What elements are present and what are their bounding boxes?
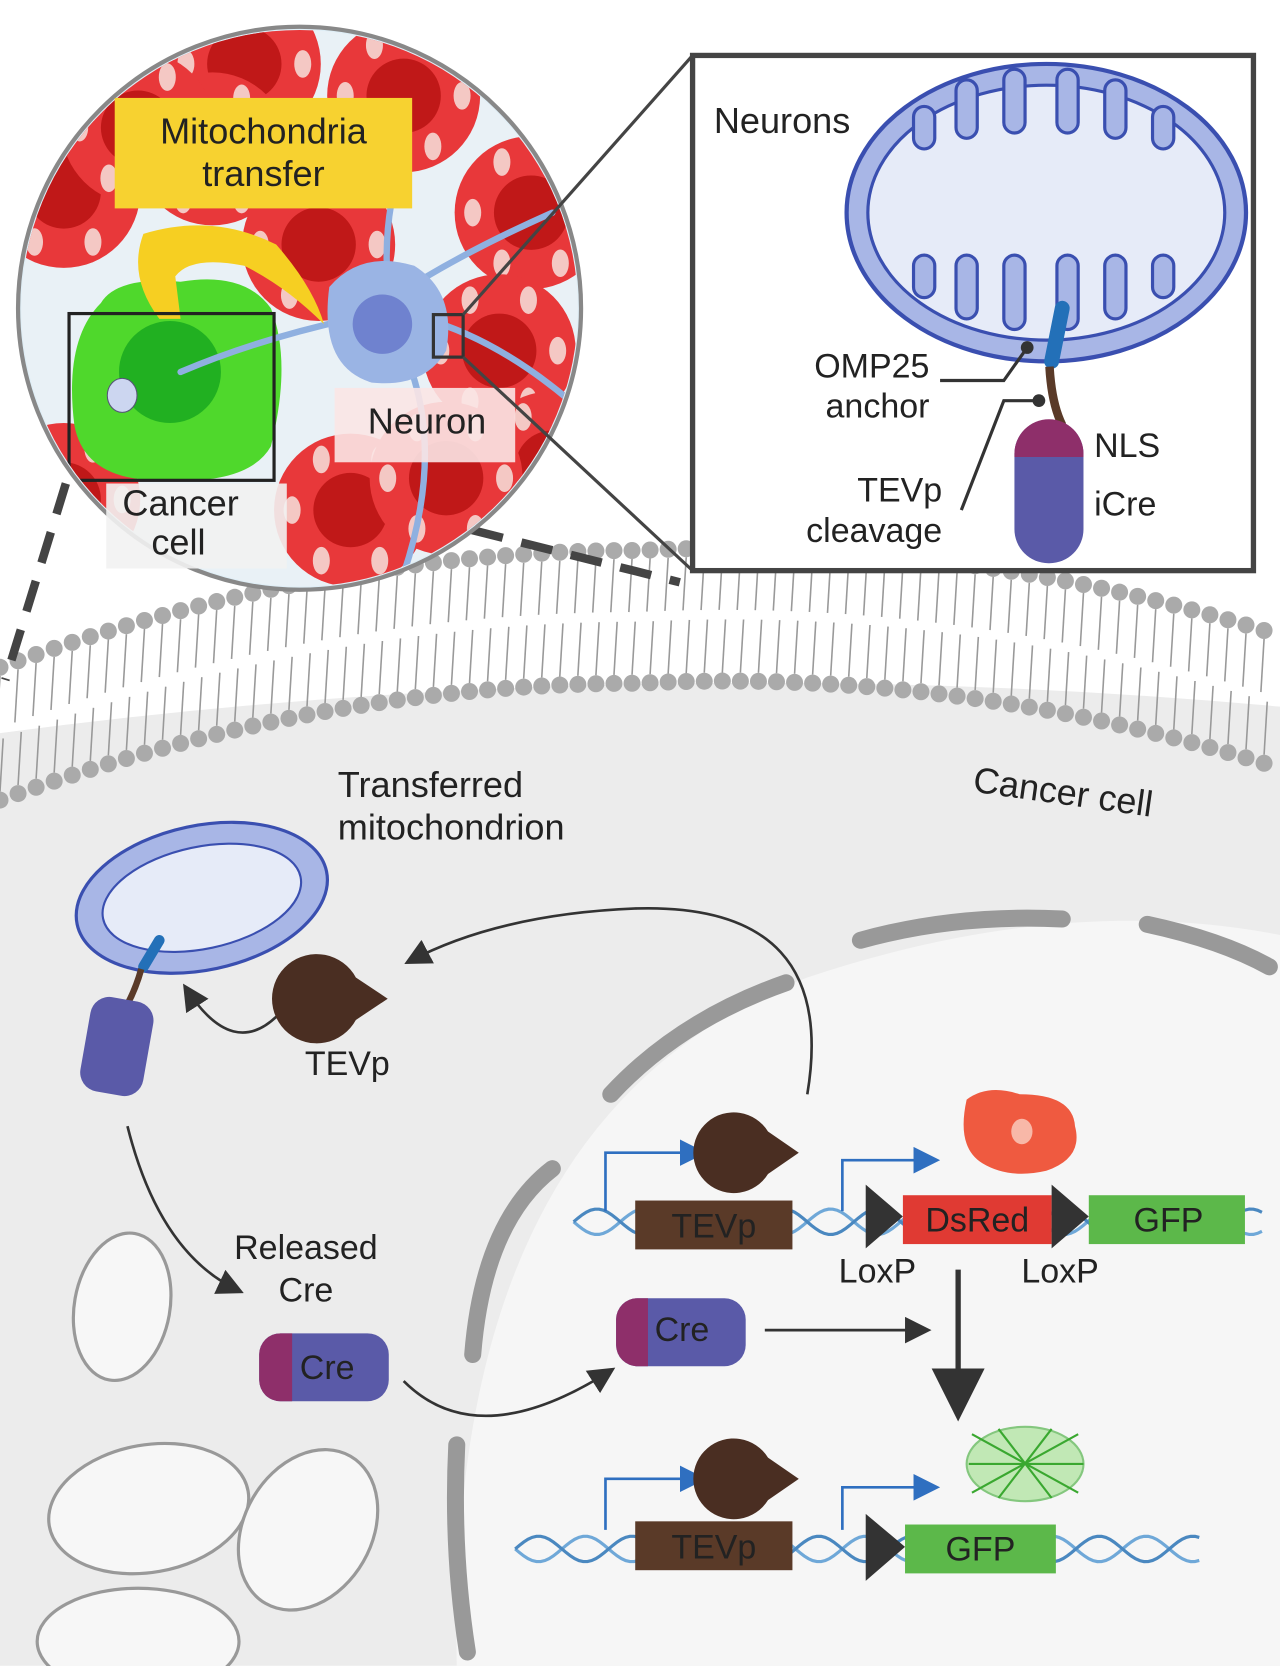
cre-tethered-icon [80,996,154,1097]
tevp-cleavage-line2: cleavage [806,512,942,550]
gfp-protein-icon [965,1425,1085,1503]
loxp-2-label: LoxP [1021,1252,1098,1290]
tevp-cleavage-line1: TEVp [857,472,942,510]
construct-top: TEVp DsRed GFP LoxP LoxP [604,1090,1245,1290]
tevp-label: TEVp [305,1045,390,1083]
transfer-label-line2: transfer [202,153,324,194]
cancer-label-line2: cell [151,522,205,563]
cre-protein: Cre [259,1333,389,1402]
gfp-top-label: GFP [1134,1201,1204,1239]
tevp-pacman-icon [272,954,388,1044]
transferred-label-line2: mitochondrion [338,806,565,847]
gene-tevp-bottom: TEVp [671,1529,756,1567]
nls-label: NLS [1094,427,1160,465]
gfp-bottom-label: GFP [946,1531,1016,1569]
transfer-label-line1: Mitochondria [160,111,368,152]
cre-nuclear-label: Cre [655,1311,710,1349]
cre-label: Cre [300,1349,355,1387]
transferred-mitochondrion [74,820,330,975]
omp25-label-line2: anchor [826,388,930,426]
cre-nuclear: Cre [616,1298,746,1367]
inset-title: Neurons [714,100,851,141]
loxp-1-label: LoxP [839,1252,916,1290]
gene-tevp-top: TEVp [671,1208,756,1246]
released-label-line1: Released [234,1229,378,1267]
tumor-overview: Mitochondria transfer Neuron Cancer cell [15,24,584,592]
host-mitochondria [35,1231,380,1666]
cancer-label-line1: Cancer [122,482,238,523]
neuron-inset: Neurons OMP25 anchor TEVp cleavage NLS i… [461,52,1257,574]
released-label-line2: Cre [279,1271,334,1309]
transfer-label-box [114,97,413,209]
neuron-label: Neuron [368,401,486,442]
nuclear-envelope [446,909,1278,1661]
omp25-label-line1: OMP25 [814,347,929,385]
transferred-label-line1: Transferred [338,764,523,805]
icre-label: iCre [1094,485,1156,523]
dsred-label: DsRed [925,1201,1029,1239]
construct-bottom: TEVp GFP [604,1425,1085,1581]
